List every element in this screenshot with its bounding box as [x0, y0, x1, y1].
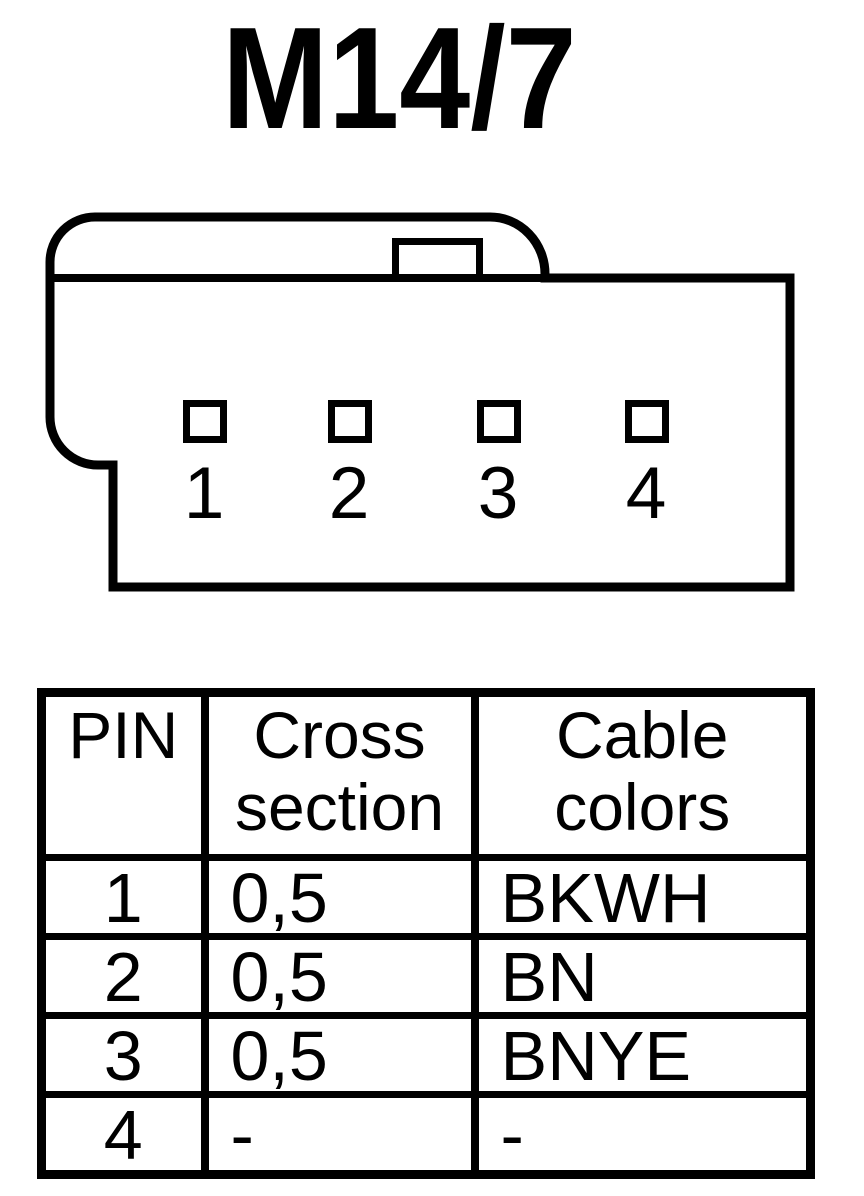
pin-number-label-1: 1: [184, 453, 225, 534]
pin-number-label-2: 2: [329, 453, 370, 534]
cross-section-cell: 0,5: [200, 1012, 479, 1098]
col-header-pin: PIN: [37, 689, 209, 861]
pin-cell: 2: [37, 933, 209, 1019]
pin-number-label-3: 3: [478, 453, 519, 534]
table-row-pin-3: 3 0,5 BNYE: [37, 1012, 815, 1098]
pin-number-labels: 1 2 3 4: [184, 453, 667, 534]
cable-color-cell: BNYE: [470, 1012, 815, 1098]
connector-latch-tab: [392, 238, 483, 282]
pin-cell: 4: [37, 1091, 209, 1178]
cable-color-cell: -: [470, 1091, 815, 1178]
cable-color-cell: BN: [470, 933, 815, 1019]
cable-color-cell: BKWH: [470, 854, 815, 940]
cross-section-cell: 0,5: [200, 854, 479, 940]
table-row-pin-4: 4 - -: [37, 1091, 815, 1178]
pin-slot-3: [477, 400, 521, 443]
connector-diagram: 1 2 3 4: [45, 212, 795, 592]
pin-slot-4: [625, 400, 669, 443]
pin-slot-2: [328, 400, 372, 443]
pin-number-label-4: 4: [626, 453, 667, 534]
pin-cell: 1: [37, 854, 209, 940]
table-header-row: PIN Cross section Cable colors: [37, 689, 815, 861]
connector-housing-outline: [45, 212, 795, 592]
table-row-pin-1: 1 0,5 BKWH: [37, 854, 815, 940]
cross-section-cell: -: [200, 1091, 479, 1178]
col-header-cable-colors: Cable colors: [470, 689, 815, 861]
connector-title: M14/7: [222, 0, 577, 159]
col-header-cross-section: Cross section: [200, 689, 479, 861]
cross-section-cell: 0,5: [200, 933, 479, 1019]
pin-slot-1: [183, 400, 227, 443]
pinout-table: PIN Cross section Cable colors 1 0,5 BKW…: [37, 688, 815, 1179]
pin-slots: [183, 400, 669, 443]
pin-cell: 3: [37, 1012, 209, 1098]
table-row-pin-2: 2 0,5 BN: [37, 933, 815, 1019]
